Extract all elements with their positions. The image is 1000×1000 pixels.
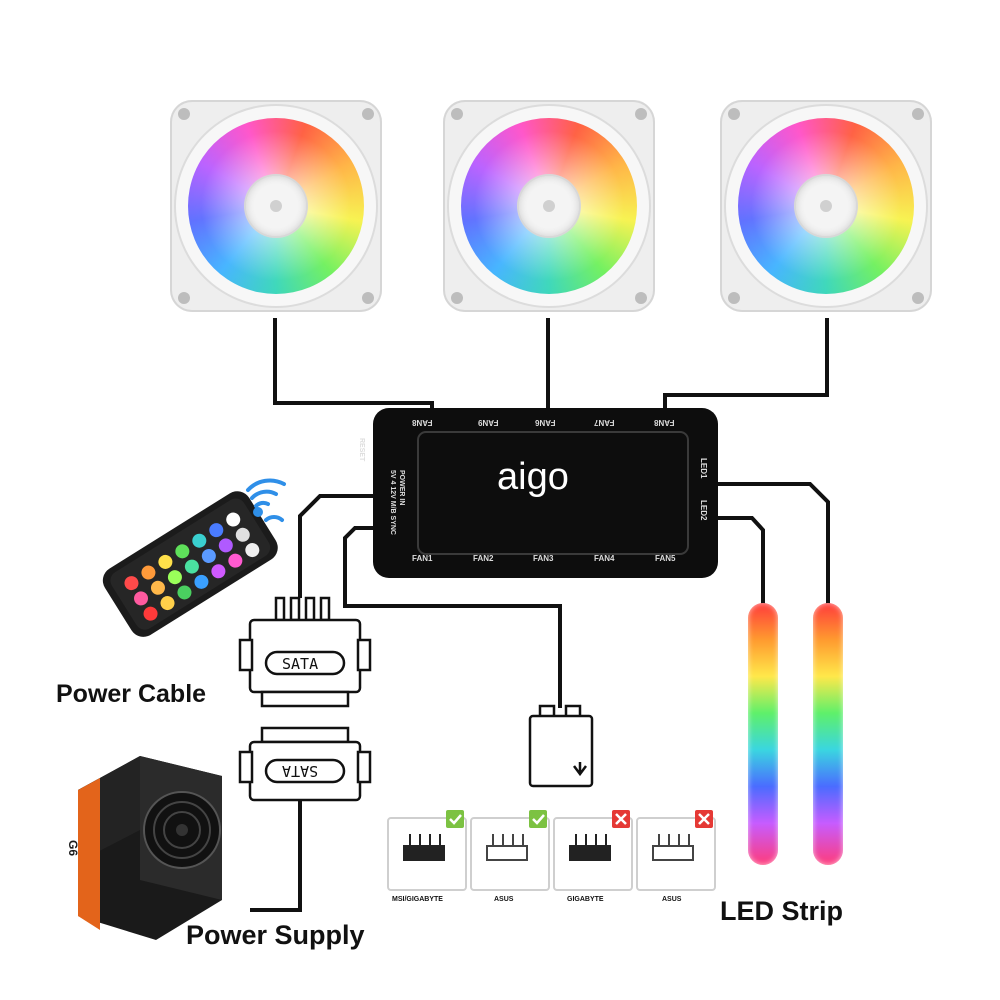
led-strip-label: LED Strip (720, 896, 844, 926)
hub-port-bottom-3: FAN3 (533, 554, 554, 563)
hub-side-power-in: POWER IN (398, 470, 405, 506)
hub-port-bottom-4: FAN4 (594, 554, 615, 563)
hub-port-led1: LED1 (699, 458, 708, 479)
wireless-signal-icon (246, 478, 286, 522)
check-badge-icon (446, 810, 464, 828)
hub-port-top-1: FAN8 (412, 418, 433, 427)
header-pins-outline (486, 834, 694, 861)
hub-port-bottom-2: FAN2 (473, 554, 494, 563)
hub-side-reset: RESET (358, 438, 365, 462)
remote-control (102, 491, 278, 637)
hub-port-led2: LED2 (699, 500, 708, 521)
psu-brand: G6 (66, 840, 80, 857)
sata-connector-bottom (238, 726, 372, 802)
check-badge-icon (529, 810, 547, 828)
hub-logo: aigo (497, 456, 569, 498)
hub-cables (250, 482, 830, 912)
sata-connector-top (238, 596, 372, 708)
led-strip-2 (813, 603, 843, 865)
cross-badge-icon (612, 810, 630, 828)
hub-side-sync: 5V 4 12V M/B SYNC (389, 470, 396, 535)
hub-port-top-4: FAN7 (594, 418, 615, 427)
rgb-fan-3 (720, 100, 932, 312)
rgb-fan-1 (170, 100, 382, 312)
header-pins (403, 834, 611, 861)
hub-port-top-3: FAN6 (535, 418, 556, 427)
compat-caption-4: ASUS (662, 896, 682, 903)
cross-badge-icon (695, 810, 713, 828)
compat-caption-3: GIGABYTE (567, 896, 604, 903)
power-supply-label: Power Supply (186, 920, 365, 950)
hub-port-top-5: FAN8 (654, 418, 675, 427)
mobo-header-plug (528, 704, 594, 788)
sata-label-bottom: SATA (282, 762, 319, 780)
compat-caption-2: ASUS (494, 896, 514, 903)
power-supply-unit (78, 756, 222, 940)
hub-port-bottom-1: FAN1 (412, 554, 433, 563)
rgb-fan-2 (443, 100, 655, 312)
sata-label-top: SATA (282, 655, 319, 673)
hub-port-bottom-5: FAN5 (655, 554, 676, 563)
power-cable-label: Power Cable (56, 680, 207, 708)
compat-caption-1: MSI/GIGABYTE (392, 896, 443, 903)
led-strip-1 (748, 603, 778, 865)
hub-port-top-2: FAN9 (478, 418, 499, 427)
fan-cables (273, 318, 829, 418)
controller-hub (373, 408, 718, 578)
